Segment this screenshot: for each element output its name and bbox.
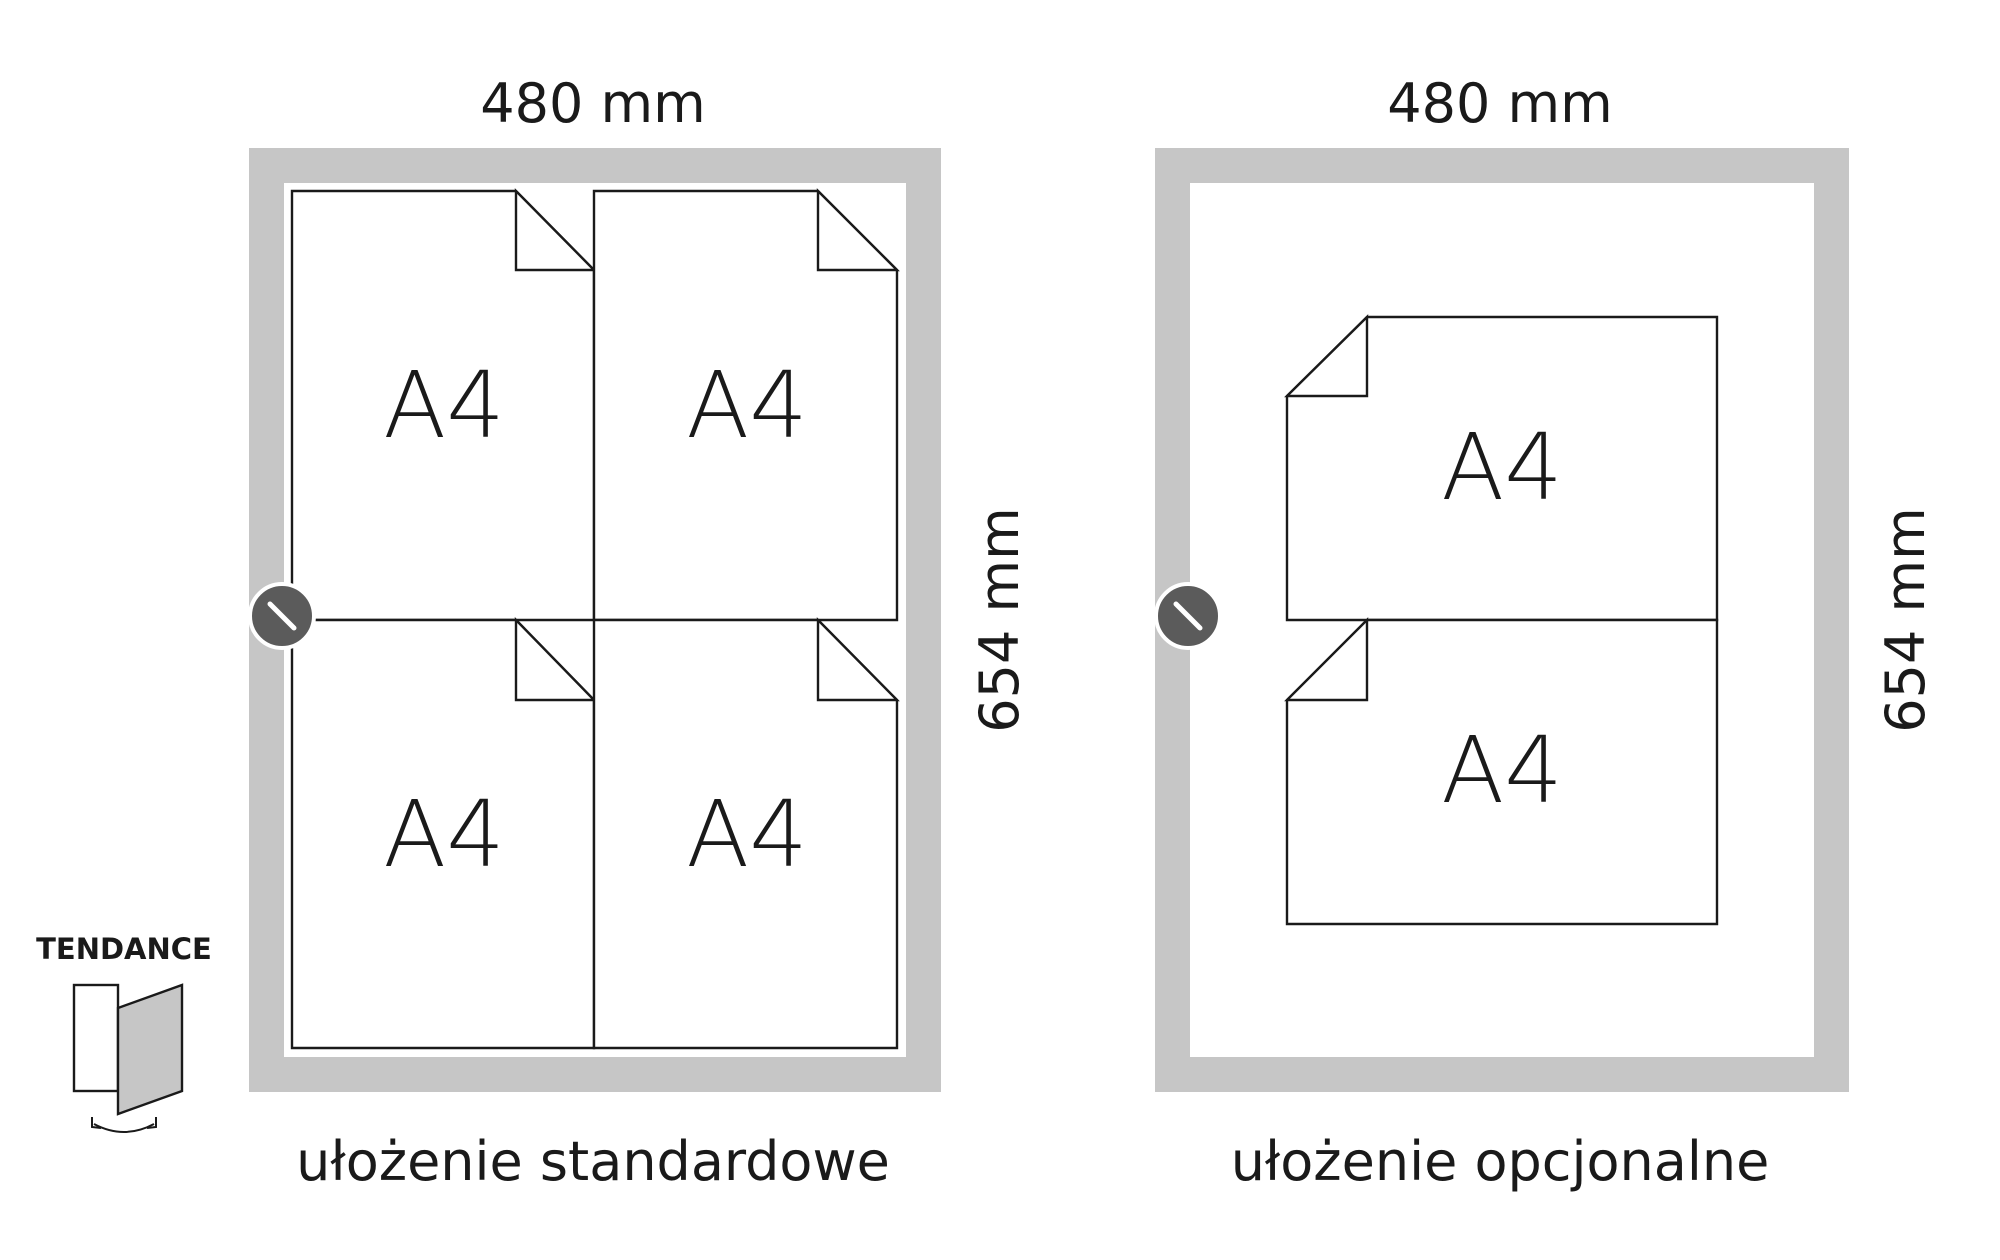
- optional-sheet-2-corner: [1284, 617, 1369, 702]
- standard-a4-label-2: A4: [686, 352, 807, 459]
- standard-sheet-1-corner: [514, 188, 597, 272]
- standard-sheet-3-corner: [514, 617, 597, 702]
- standard-sheet-4-corner: [816, 617, 900, 702]
- standard-caption: ułożenie standardowe: [296, 1130, 890, 1193]
- standard-lock-icon: [248, 582, 316, 650]
- standard-a4-label-1: A4: [383, 352, 504, 459]
- standard-height-label: 654 mm: [968, 507, 1031, 732]
- standard-layout: 480 mm A4 A4 A4 A4 654 mm ułożenie stand…: [248, 72, 1031, 1193]
- optional-lock-icon: [1154, 582, 1222, 650]
- optional-height-label: 654 mm: [1874, 507, 1937, 732]
- optional-caption: ułożenie opcjonalne: [1231, 1130, 1770, 1193]
- standard-a4-sheet-4: [592, 618, 899, 1050]
- product-name: TENDANCE: [36, 932, 212, 966]
- standard-sheet-2-corner: [816, 188, 900, 272]
- optional-width-label: 480 mm: [1387, 72, 1612, 135]
- standard-width-label: 480 mm: [480, 72, 705, 135]
- optional-layout: 480 mm A4 A4 654 mm ułożenie opcjonalne: [1154, 72, 1937, 1193]
- standard-a4-label-4: A4: [686, 781, 807, 888]
- product-badge: TENDANCE: [36, 932, 212, 1133]
- optional-a4-label-2: A4: [1441, 717, 1562, 824]
- optional-a4-label-1: A4: [1441, 414, 1562, 521]
- optional-sheet-1-corner: [1284, 314, 1369, 398]
- standard-a4-label-3: A4: [383, 781, 504, 888]
- standard-a4-sheet-2: [592, 189, 899, 622]
- folding-door-icon: [72, 983, 184, 1133]
